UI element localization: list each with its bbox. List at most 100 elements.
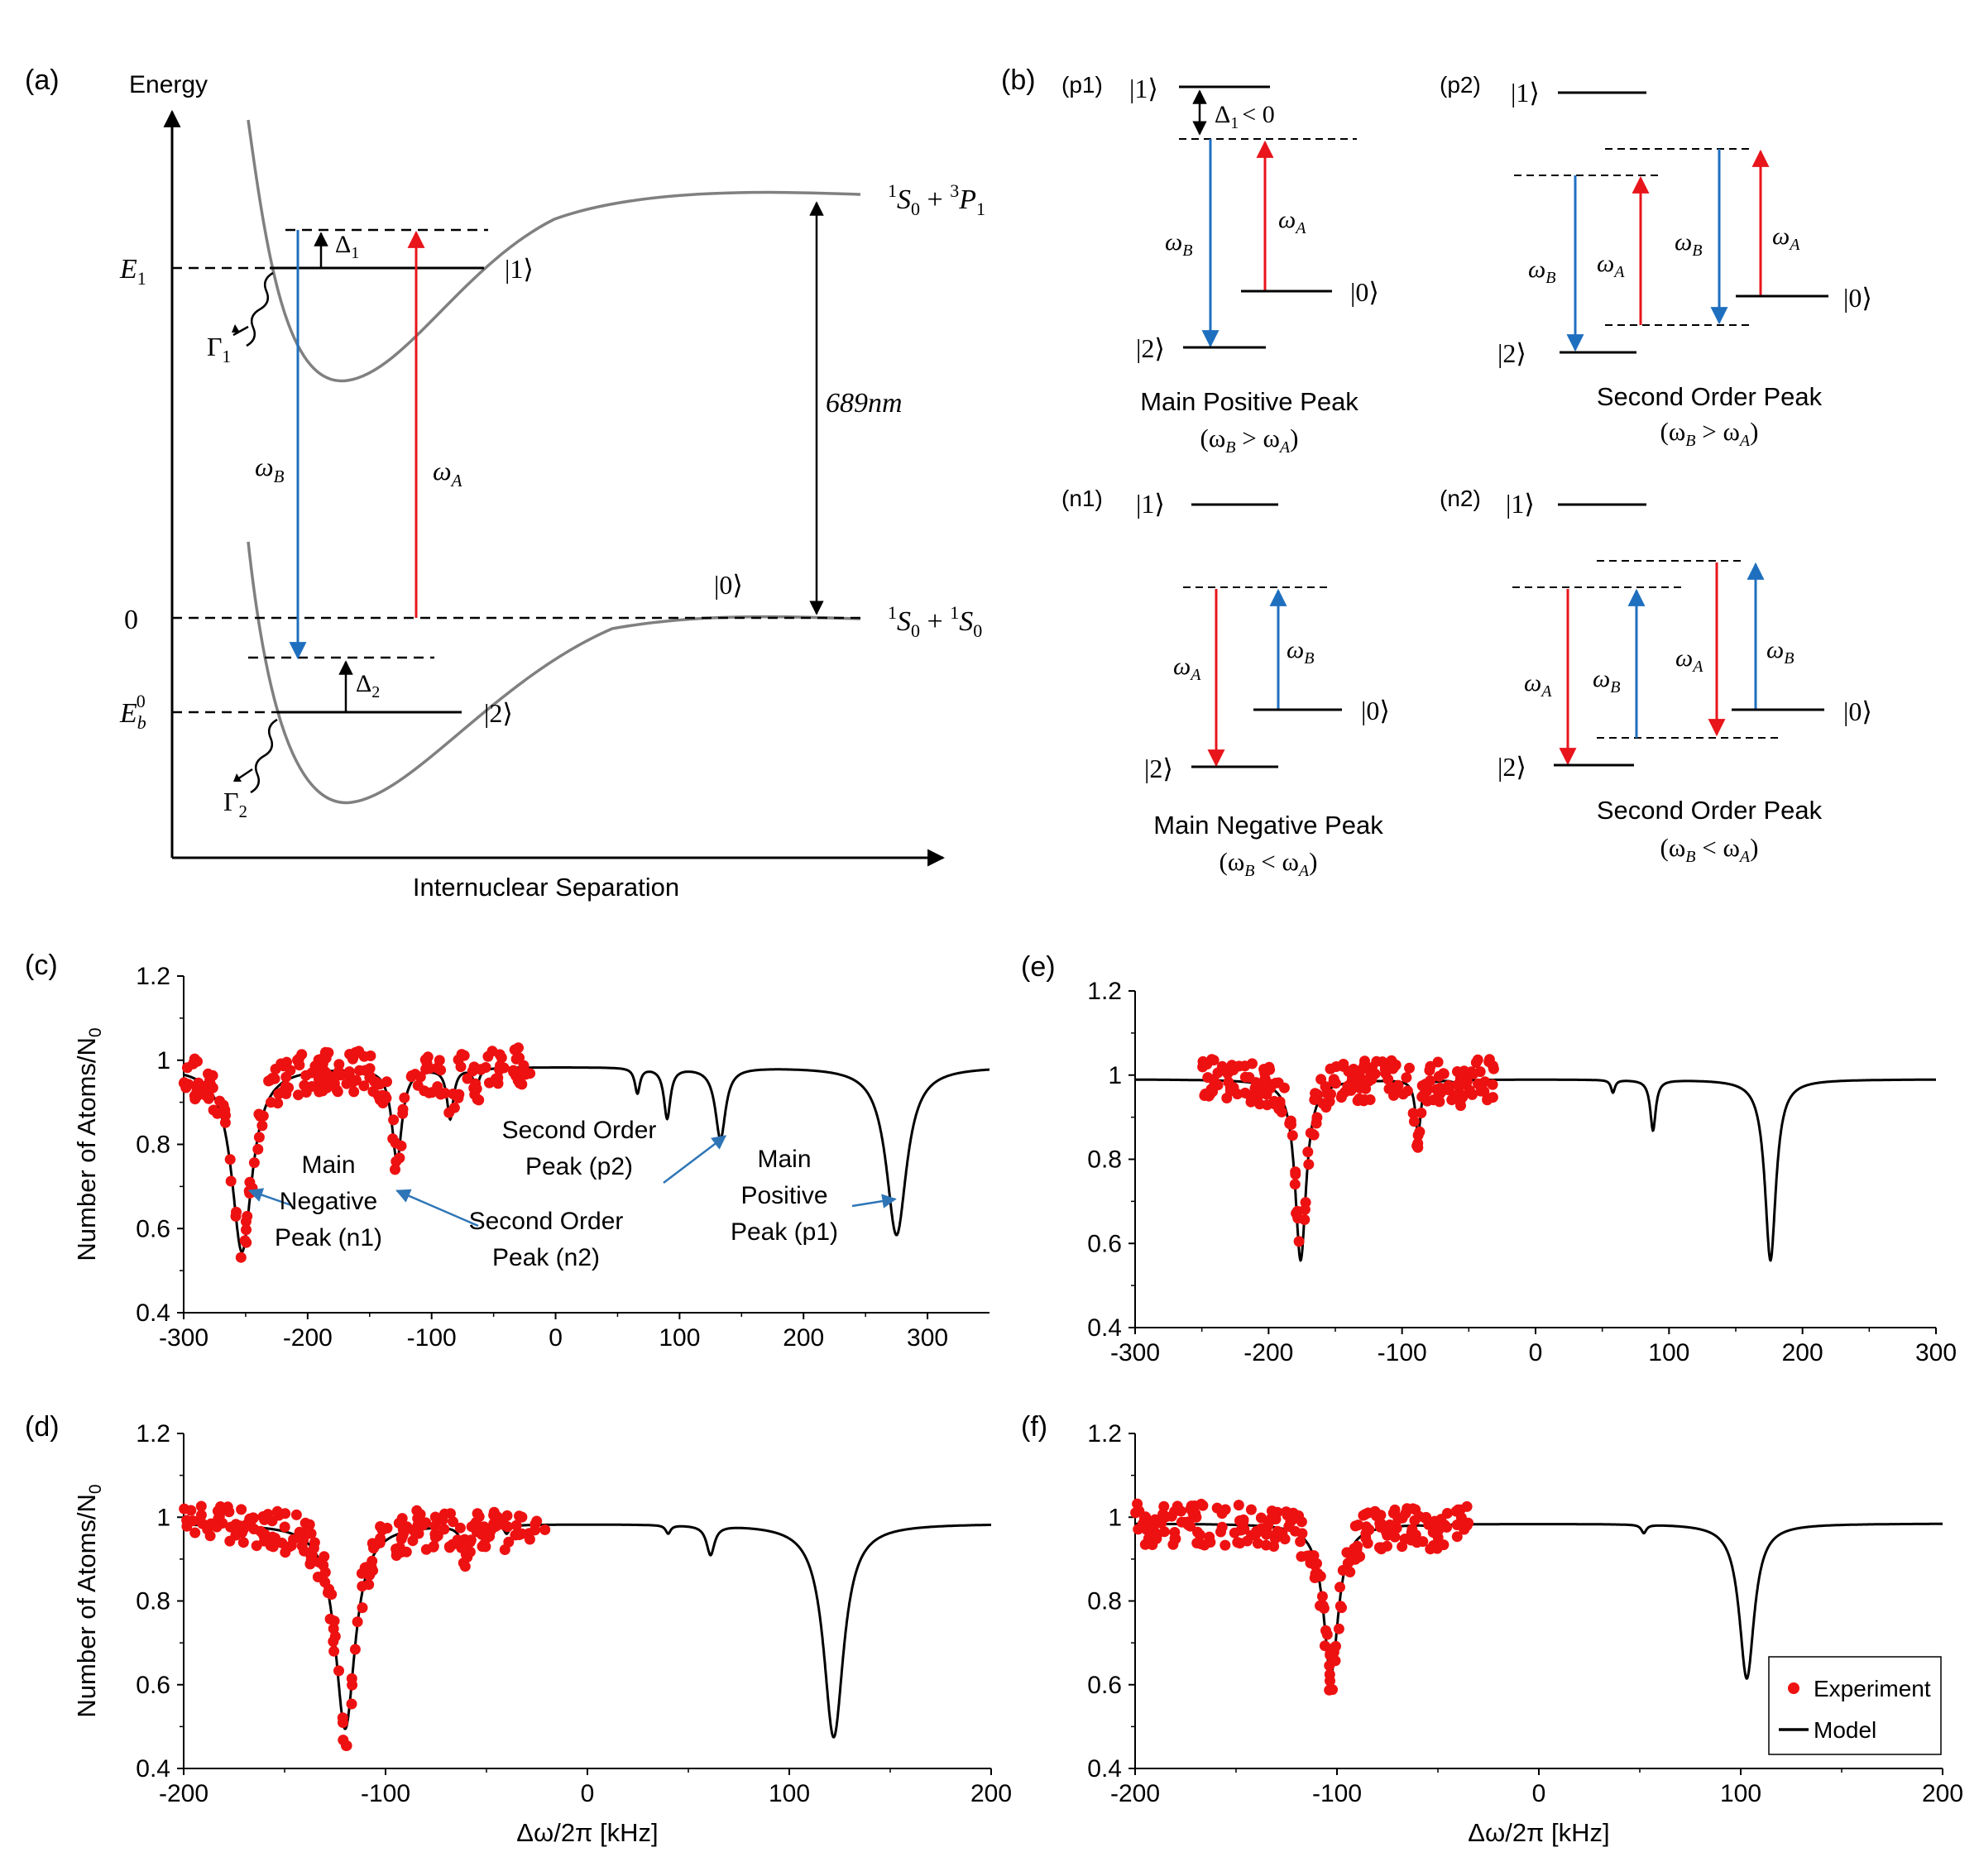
experiment-point [300,1070,312,1081]
experiment-point [1285,1516,1296,1528]
experiment-point [375,1521,386,1532]
experiment-point [1169,1533,1181,1544]
experiment-point [1461,1500,1473,1512]
x-tick-label: 300 [1915,1339,1957,1366]
Gamma2-label: Γ2 [223,787,247,821]
experiment-point [259,1535,270,1547]
p1-ket2: |2⟩ [1136,333,1165,363]
y-axis-label: Number of Atoms/N0 [72,1484,105,1717]
n2-omegaB-label-2: ωB [1766,636,1794,668]
experiment-point [1325,1675,1335,1687]
experiment-point [328,1645,340,1657]
experiment-point [234,1520,246,1532]
experiment-point [471,1526,482,1538]
experiment-point [224,1154,236,1165]
experiment-point [204,1530,216,1542]
experiment-point [514,1078,525,1089]
experiment-point [431,1062,443,1074]
n1-caption: Main Negative Peak [1153,811,1383,840]
x-tick-label: 200 [970,1780,1012,1807]
x-tick-label: 0 [581,1780,595,1807]
experiment-point [448,1516,459,1528]
diagram-n1: (n1) |1⟩ ωA ωB |0⟩ |2⟩ Main Negative Pea… [1061,486,1390,880]
x-tick-label: 0 [1532,1780,1546,1807]
y-tick-label: 0.6 [1087,1672,1122,1699]
annotation-text: Peak (p2) [525,1153,633,1180]
y-tick-label: 1 [1108,1504,1122,1531]
x-tick-label: 100 [659,1324,700,1352]
experiment-point [1392,1514,1404,1524]
annotation-text: Peak (p1) [731,1218,838,1246]
experiment-point [1309,1572,1320,1583]
experiment-point [1411,1537,1423,1548]
experiment-point [280,1071,292,1083]
x-tick-label: -200 [159,1780,208,1807]
experiment-point [1302,1146,1314,1158]
experiment-point [1352,1540,1363,1552]
experiment-point [346,1673,357,1684]
experiment-point [524,1534,535,1545]
n2-ket1: |1⟩ [1506,489,1535,519]
experiment-point [1446,1094,1458,1106]
experiment-point [1266,1505,1277,1517]
experiment-point [359,1065,371,1076]
panel-label-b: (b) [1001,65,1036,96]
experiment-point [1308,1129,1320,1141]
y-axis-label-sub: 0 [86,1027,105,1037]
experiment-point [253,1132,265,1143]
experiment-point [1361,1521,1372,1533]
experiment-point [319,1567,331,1578]
experiment-point [241,1224,252,1236]
experiment-point [1303,1159,1315,1170]
x-tick-label: 200 [783,1324,824,1352]
experiment-point [349,1644,361,1655]
experiment-point [426,1087,438,1098]
x-tick-label: -100 [407,1324,457,1352]
experiment-point [276,1537,288,1548]
experiment-point [482,1050,494,1062]
experiment-point [341,1078,352,1089]
experiment-point [412,1519,424,1530]
legend-model-label: Model [1814,1717,1876,1743]
experiment-point [1374,1518,1386,1529]
experiment-point [443,1541,455,1553]
experiment-point [1191,1538,1203,1548]
x-tick-label: 200 [1782,1339,1823,1366]
experiment-point [1246,1092,1258,1103]
experiment-point [1488,1060,1498,1072]
experiment-point [344,1049,356,1060]
experiment-point [333,1665,344,1677]
experiment-point [263,1075,275,1087]
experiment-point [180,1082,192,1094]
experiment-point [1438,1068,1450,1079]
experiment-point [320,1052,332,1064]
x-tick-label: 100 [769,1780,810,1807]
experiment-point [1260,1539,1272,1551]
panel-label: (d) [25,1411,60,1443]
experiment-point [1318,1602,1330,1614]
experiment-point [1317,1098,1329,1109]
experiment-point [1228,1065,1239,1075]
tag-n2: (n2) [1440,486,1481,511]
experiment-point [372,1090,384,1102]
experiment-point [235,1251,247,1263]
experiment-point [1404,1062,1415,1074]
experiment-point [236,1504,247,1515]
experiment-point [1443,1079,1454,1091]
experiment-point [1308,1550,1320,1562]
experiment-point [1290,1169,1301,1180]
experiment-point [1400,1508,1411,1519]
n2-omegaA-label-1: ωA [1524,669,1552,701]
x-tick-label: -200 [1243,1339,1293,1366]
experiment-point [358,1080,370,1092]
experiment-point [1324,1684,1335,1696]
y-tick-label: 0.4 [136,1299,170,1327]
experiment-point [1330,1640,1341,1652]
experiment-point [1293,1236,1305,1247]
experiment-point [231,1206,242,1218]
experiment-point [357,1602,368,1614]
experiment-point [1157,1509,1169,1520]
experiment-point [1416,1108,1427,1118]
y-tick-label: 0.8 [136,1132,170,1159]
zero-label: 0 [124,605,138,635]
